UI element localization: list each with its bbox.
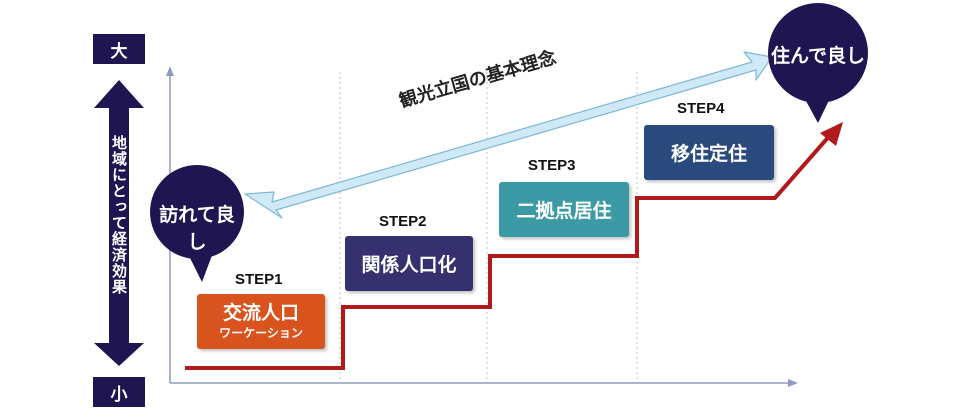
left-bubble-circle bbox=[150, 165, 244, 259]
step2-box: 関係人口化 bbox=[345, 236, 473, 291]
step4-title: 移住定住 bbox=[670, 143, 747, 165]
growth-staircase-line bbox=[185, 131, 834, 370]
step1-box: 交流人口 ワーケーション bbox=[197, 294, 325, 349]
growth-arrowhead bbox=[820, 122, 843, 146]
y-axis-arrowhead bbox=[166, 66, 174, 76]
x-axis-arrowhead bbox=[788, 379, 798, 387]
right-bubble-text: 住んで良し bbox=[770, 45, 866, 67]
step2-label: STEP2 bbox=[379, 213, 427, 230]
vertical-double-arrow bbox=[94, 80, 144, 366]
left-bubble-text: 訪れて良し bbox=[159, 204, 235, 253]
right-bubble-circle bbox=[768, 3, 868, 103]
axis-bottom-label: 小 bbox=[93, 377, 145, 407]
step3-label: STEP3 bbox=[528, 157, 576, 174]
step3-box: 二拠点居住 bbox=[499, 182, 629, 237]
step4-label: STEP4 bbox=[677, 100, 725, 117]
left-bubble-tail bbox=[185, 248, 214, 282]
step1-subtitle: ワーケーション bbox=[219, 325, 303, 340]
step2-title: 関係人口化 bbox=[361, 254, 457, 276]
step1-label: STEP1 bbox=[235, 271, 283, 288]
axis-top-label: 大 bbox=[93, 34, 145, 64]
step1-title: 交流人口 bbox=[222, 301, 299, 324]
step4-box: 移住定住 bbox=[644, 125, 774, 180]
step3-title: 二拠点居住 bbox=[516, 200, 612, 222]
right-bubble-tail bbox=[800, 90, 834, 123]
axis-vertical-label: 地域にとって経済効果 bbox=[110, 135, 128, 295]
